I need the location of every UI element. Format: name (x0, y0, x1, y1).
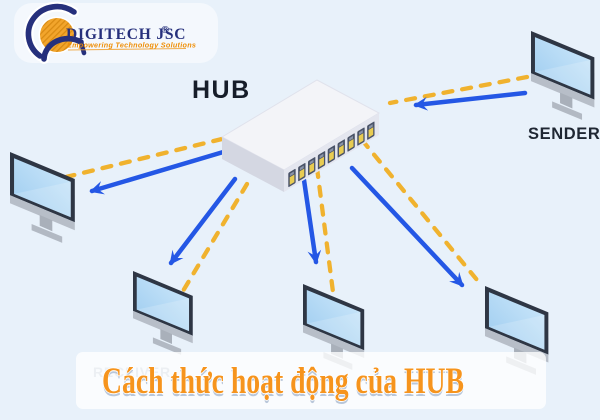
hub-label: HUB (192, 76, 251, 104)
sender-label: SENDER (528, 125, 600, 143)
cable-lines (63, 74, 530, 295)
signal-hub-to-bottom-left-arrow (168, 176, 238, 266)
caption-bar (76, 352, 546, 409)
logo-tagline: Empowering Technology Solutions (67, 41, 196, 50)
signal-sender-to-hub-arrow (413, 90, 528, 111)
cable-hub-bottom-middle (314, 165, 336, 295)
hub-device (220, 79, 381, 192)
signal-arrows (89, 90, 528, 288)
signal-hub-to-bottom-right-arrow (349, 165, 465, 288)
logo-company-name: DIGITECH JSC (66, 26, 186, 43)
cable-hub-bottom-right (359, 137, 485, 289)
signal-hub-to-bottom-middle-arrow (301, 177, 322, 265)
caption-text-shadow: Cách thức hoạt động của HUB (102, 364, 464, 405)
signal-hub-to-left-arrow (89, 147, 233, 195)
logo-registered-mark: ® (161, 24, 170, 36)
logo-swoosh-icon (23, 1, 87, 64)
cable-sender-hub (387, 74, 530, 106)
hub-left-face (222, 137, 284, 192)
digitech-logo: DIGITECH JSC ® Empowering Technology Sol… (14, 1, 218, 64)
cable-hub-bottom-left (180, 181, 250, 294)
cable-hub-left (63, 136, 225, 180)
caption-text: Cách thức hoạt động của HUB (102, 361, 464, 402)
logo-tagline-underline (67, 47, 187, 51)
